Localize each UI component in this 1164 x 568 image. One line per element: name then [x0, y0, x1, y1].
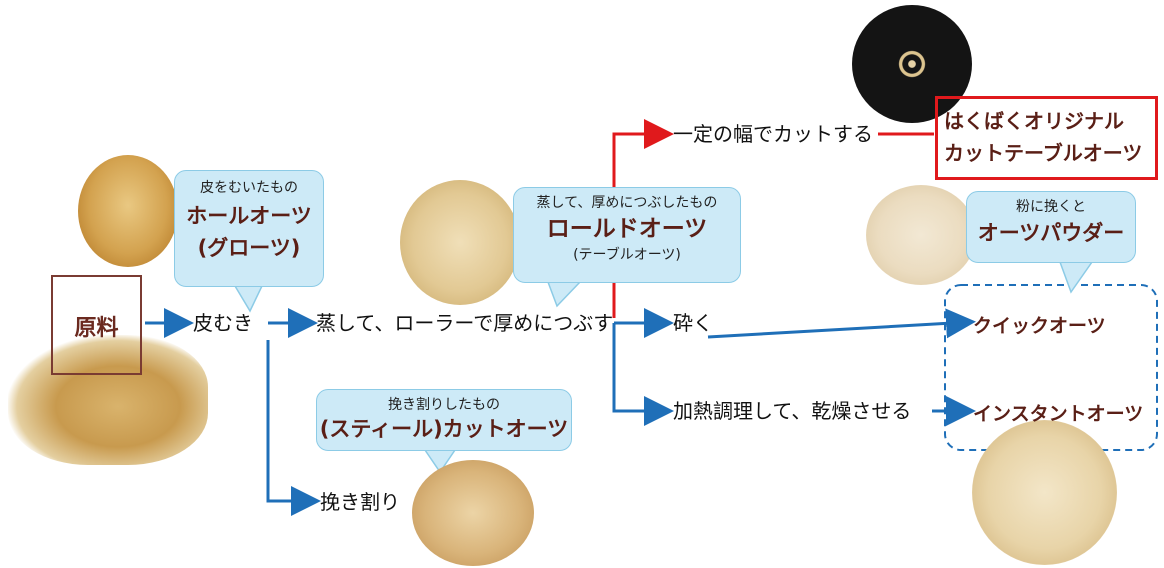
bubble-tail-powder — [1058, 261, 1094, 294]
instant-oats-image — [972, 420, 1117, 565]
steel-cut-oats-image — [412, 460, 534, 566]
bubble-steel-cut: 挽き割りしたもの (スティール)カットオーツ — [316, 389, 572, 451]
step-peel: 皮むき — [193, 311, 253, 335]
bubble-steel-cut-sub: 挽き割りしたもの — [388, 397, 500, 413]
bubble-rolled-oats-note: (テーブルオーツ) — [573, 247, 681, 263]
step-crush: 砕く — [673, 311, 713, 335]
bubble-whole-oats-title2: (グローツ) — [197, 236, 301, 260]
arrow-to-heat — [612, 323, 674, 426]
bubble-whole-oats-sub: 皮をむいたもの — [200, 180, 298, 196]
bubble-oat-powder-sub: 粉に挽くと — [1016, 199, 1086, 215]
arrow-crush-to-quick — [707, 308, 976, 339]
step-steam-roll: 蒸して、ローラーで厚めにつぶす — [316, 311, 614, 335]
bubble-whole-oats: 皮をむいたもの ホールオーツ (グローツ) — [174, 170, 324, 287]
product-instant-oats: インスタントオーツ — [973, 403, 1144, 425]
hakubaku-original-product-box: はくばくオリジナル カットテーブルオーツ — [935, 96, 1158, 180]
step-crack: 挽き割り — [320, 490, 400, 514]
bubble-rolled-oats: 蒸して、厚めにつぶしたもの ロールドオーツ (テーブルオーツ) — [513, 187, 741, 283]
bubble-whole-oats-title: ホールオーツ — [186, 204, 312, 228]
bubble-tail-whole — [233, 285, 264, 313]
quick-instant-group-box — [944, 284, 1158, 451]
bubble-oat-powder-title: オーツパウダー — [977, 221, 1125, 245]
bubble-oat-powder: 粉に挽くと オーツパウダー — [966, 191, 1136, 263]
bubble-rolled-oats-sub: 蒸して、厚めにつぶしたもの — [536, 195, 718, 211]
raw-material-box: 原料 — [51, 275, 142, 375]
step-heat-dry: 加熱調理して、乾燥させる — [673, 399, 912, 423]
step-cut-fixed: 一定の幅でカットする — [673, 122, 873, 146]
bubble-rolled-oats-title: ロールドオーツ — [546, 216, 708, 242]
bubble-tail-rolled — [546, 281, 582, 308]
bubble-steel-cut-title: (スティール)カットオーツ — [319, 417, 569, 441]
special-product-line2: カットテーブルオーツ — [944, 141, 1143, 165]
product-quick-oats: クイックオーツ — [973, 315, 1106, 337]
arrow-peel-to-crack — [266, 340, 321, 516]
oat-grain-image — [78, 155, 178, 267]
raw-material-label: 原料 — [74, 316, 119, 341]
rolled-oats-image — [400, 180, 520, 305]
special-product-line1: はくばくオリジナル — [944, 109, 1124, 133]
raw-oat-stalks-image — [8, 335, 208, 465]
cut-table-oats-image — [852, 5, 972, 123]
oat-powder-image — [866, 185, 976, 285]
